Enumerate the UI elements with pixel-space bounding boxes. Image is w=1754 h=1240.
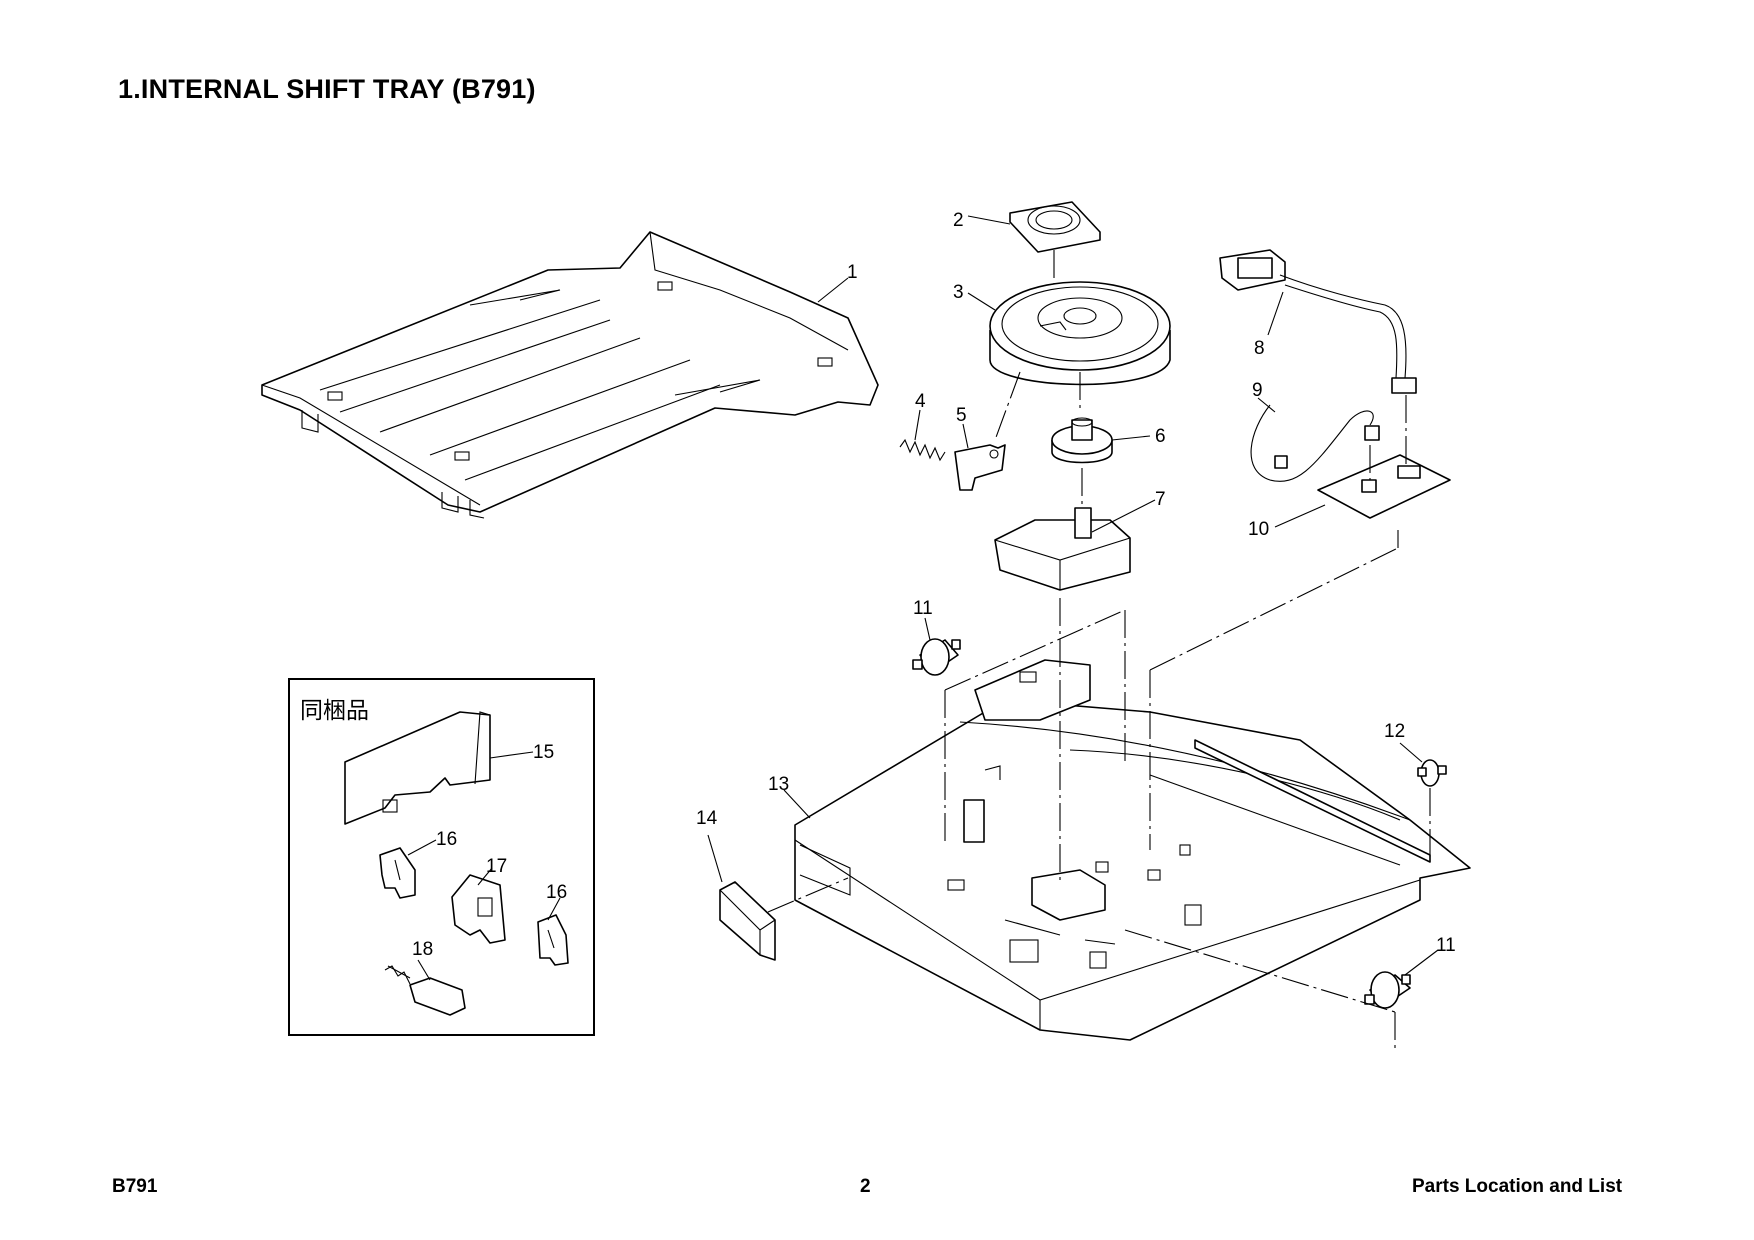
callout-9: 9 <box>1252 380 1263 401</box>
callout-8: 8 <box>1254 338 1265 359</box>
page-title: 1.INTERNAL SHIFT TRAY (B791) <box>118 74 536 104</box>
part-8-harness <box>1219 249 1417 394</box>
part-5-lever <box>954 444 1006 491</box>
footer-section: Parts Location and List <box>1412 1176 1623 1197</box>
part-18-screw <box>384 965 466 1016</box>
part-7-motor <box>994 507 1131 591</box>
callout-17: 17 <box>486 856 507 877</box>
callout-11-upper: 11 <box>913 598 933 619</box>
part-3-gear-disc <box>989 281 1171 386</box>
part-11-roller-lower <box>1364 971 1411 1009</box>
callout-16-right: 16 <box>546 882 567 903</box>
callout-12: 12 <box>1384 721 1405 742</box>
callout-18: 18 <box>412 939 433 960</box>
part-14-cover <box>719 881 776 961</box>
footer-model: B791 <box>112 1176 158 1197</box>
part-4-spring <box>899 438 946 462</box>
part-6-gear <box>1051 417 1113 464</box>
part-12-roller-small <box>1417 759 1447 787</box>
callout-2: 2 <box>953 210 964 231</box>
callout-13: 13 <box>768 774 789 795</box>
part-17-holder <box>451 874 506 944</box>
callout-1: 1 <box>847 262 858 283</box>
part-2-bushing <box>1009 201 1101 253</box>
part-11-roller-upper <box>912 638 961 676</box>
callout-14: 14 <box>696 808 718 829</box>
callout-16-left: 16 <box>436 829 457 850</box>
footer-page-number: 2 <box>860 1176 871 1197</box>
callout-5: 5 <box>956 405 967 426</box>
accessory-box-title: 同梱品 <box>300 698 369 724</box>
callout-3: 3 <box>953 282 964 303</box>
part-9-harness <box>1250 404 1380 482</box>
callout-10: 10 <box>1248 519 1269 540</box>
part-10-pcb <box>1317 454 1451 519</box>
part-16-clip-right <box>537 914 569 966</box>
callout-4: 4 <box>915 391 926 412</box>
callout-6: 6 <box>1155 426 1166 447</box>
callout-15: 15 <box>533 742 554 763</box>
part-1-output-tray <box>261 231 879 519</box>
part-16-clip-left <box>379 847 416 899</box>
callout-11-lower: 11 <box>1436 935 1456 956</box>
part-13-base-unit <box>794 659 1471 1041</box>
callout-7: 7 <box>1155 489 1166 510</box>
part-15-bracket-plate <box>344 711 491 825</box>
